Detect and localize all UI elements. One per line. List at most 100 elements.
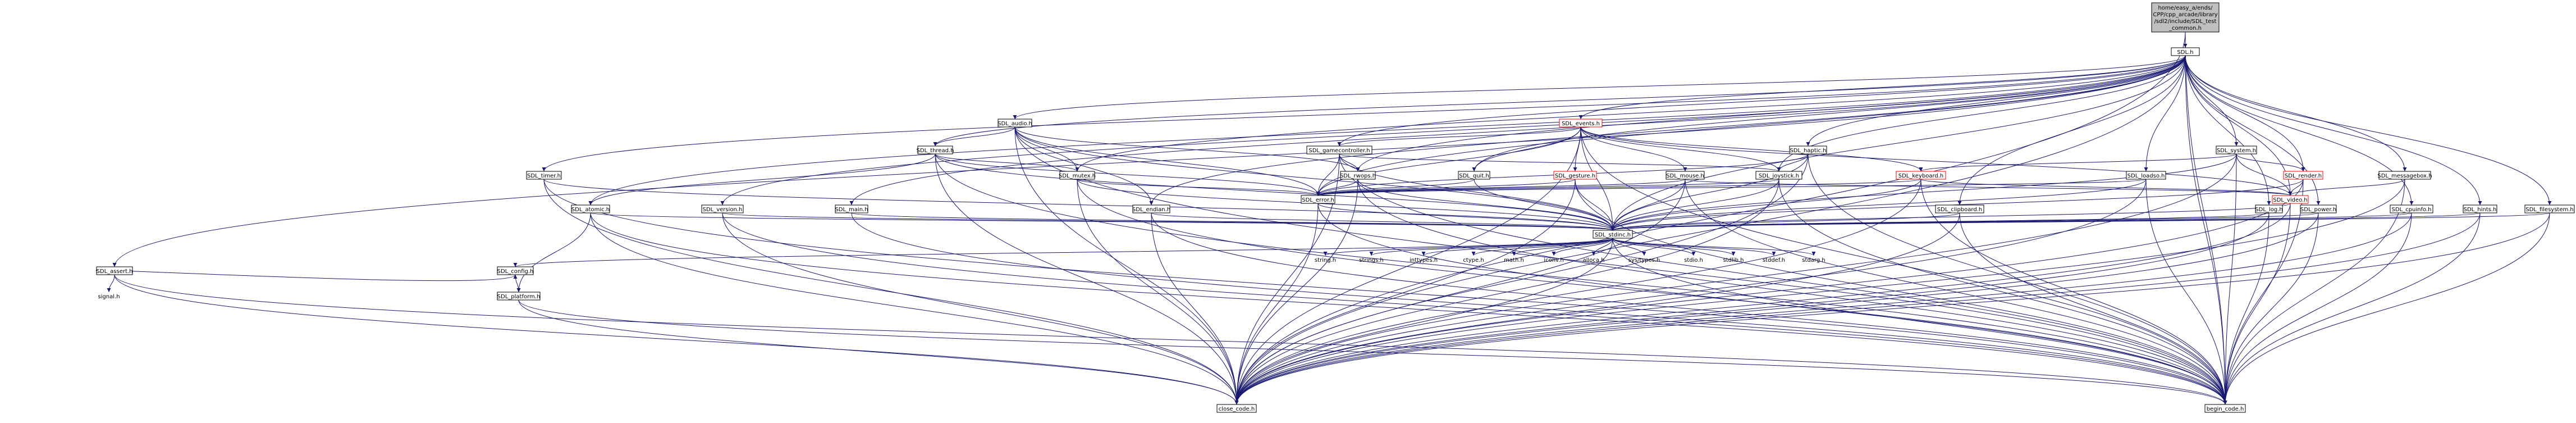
node-hints[interactable]: SDL_hints.h [2463,204,2497,213]
node-system[interactable]: SDL_system.h [2216,145,2257,154]
edge-loadso-to-error [1316,179,2147,196]
node-rwops[interactable]: SDL_rwops.h [1340,171,1376,180]
node-stddef[interactable]: stddef.h [1761,256,1786,263]
node-gamecontroller[interactable]: SDL_gamecontroller.h [1306,145,1372,154]
node-sdl[interactable]: SDL.h [2171,47,2200,56]
node-label: stdarg.h [1802,257,1825,263]
node-timer[interactable]: SDL_timer.h [526,171,562,180]
edge-main-to-stdinc [851,212,1614,231]
node-mutex[interactable]: SDL_mutex.h [1059,171,1096,180]
node-label: SDL_error.h [1302,197,1334,203]
edge-atomic-to-begin [590,212,2227,405]
edge-stdinc-to-begin [1612,238,2227,405]
node-endian[interactable]: SDL_endian.h [1132,204,1170,213]
node-cpuinfo[interactable]: SDL_cpuinfo.h [2390,204,2433,213]
node-stdinc[interactable]: SDL_stdinc.h [1593,230,1633,239]
node-strings[interactable]: strings.h [1357,256,1385,263]
node-string[interactable]: string.h [1312,256,1338,263]
node-log[interactable]: SDL_log.h [2255,204,2283,213]
node-render[interactable]: SDL_render.h [2283,171,2323,180]
node-label: SDL_haptic.h [1790,148,1826,154]
node-loadso[interactable]: SDL_loadso.h [2126,171,2166,180]
node-signal[interactable]: signal.h [97,292,121,300]
edge-sdl-to-assert [112,55,2186,267]
node-keyboard[interactable]: SDL_keyboard.h [1896,171,1946,180]
node-stdarg[interactable]: stdarg.h [1801,256,1827,263]
edge-filesystem-to-begin [2223,212,2550,405]
edge-system-to-begin [2223,153,2237,405]
node-config[interactable]: SDL_config.h [497,266,534,275]
node-joystick[interactable]: SDL_joystick.h [1755,171,1802,180]
node-math[interactable]: math.h [1503,256,1525,263]
edge-gesture-to-close [1234,179,1576,405]
edge-gesture-to-error [1316,179,1576,196]
edge-system-to-close [1234,153,2237,405]
node-stdlib[interactable]: stdlib.h [1722,256,1745,263]
node-label: SDL_stdinc.h [1595,232,1631,238]
node-gesture[interactable]: SDL_gesture.h [1553,171,1597,180]
node-label: SDL_audio.h [998,121,1032,127]
node-thread[interactable]: SDL_thread.h [917,145,954,154]
node-mouse[interactable]: SDL_mouse.h [1666,171,1705,180]
edge-messagebox-to-close [1234,179,2405,405]
node-quit[interactable]: SDL_quit.h [1458,171,1490,180]
node-root[interactable]: home/easy_a/ends/CPP/cpp_arcade/library/… [2151,2,2220,33]
edge-cpuinfo-to-close [1234,212,2412,405]
node-box [2283,171,2323,180]
node-label: SDL_keyboard.h [1898,173,1944,179]
edge-stdinc-to-stdio [1612,238,1696,256]
node-clipboard[interactable]: SDL_clipboard.h [1935,204,1984,213]
node-label: SDL_platform.h [497,294,541,300]
node-filesystem[interactable]: SDL_filesystem.h [2524,204,2575,213]
node-box [1132,204,1170,213]
node-alloca[interactable]: alloca.h [1582,256,1605,263]
edge-messagebox-to-begin [2223,179,2405,405]
edge-filesystem-to-close [1234,212,2550,405]
edge-events-to-error [1316,126,1581,196]
edge-quit-to-stdinc [1474,179,1615,231]
edge-events-to-begin [1580,126,2227,405]
edge-events-to-gamecontroller [1337,126,1581,147]
node-messagebox[interactable]: SDL_messagebox.h [2377,171,2432,180]
node-version[interactable]: SDL_version.h [701,204,744,213]
node-events[interactable]: SDL_events.h [1559,119,1603,128]
edge-haptic-to-close [1234,153,1809,405]
node-audio[interactable]: SDL_audio.h [998,119,1032,128]
node-systypes[interactable]: sys/types.h [1627,256,1662,263]
node-stdio[interactable]: stdio.h [1683,256,1704,263]
edge-sdl-to-main [849,55,2186,206]
node-power[interactable]: SDL_power.h [2300,204,2337,213]
node-box [2255,204,2283,213]
node-begin[interactable]: begin_code.h [2204,404,2246,413]
edge-audio-to-mutex [1014,126,1079,172]
node-platform[interactable]: SDL_platform.h [497,292,541,301]
node-close[interactable]: close_code.h [1216,404,1257,413]
node-main[interactable]: SDL_main.h [835,204,868,213]
edge-gamecontroller-to-stdinc [1339,153,1615,231]
node-label: SDL_quit.h [1459,173,1489,179]
node-error[interactable]: SDL_error.h [1301,195,1335,204]
edge-sdl-to-system [2185,55,2239,147]
edge-log-to-close [1234,212,2270,405]
node-haptic[interactable]: SDL_haptic.h [1789,145,1827,154]
node-box [1755,171,1802,180]
node-ctype[interactable]: ctype.h [1462,256,1485,263]
node-box [1666,171,1705,180]
edge-gesture-to-begin [1575,179,2227,405]
node-assert[interactable]: SDL_assert.h [96,266,133,275]
edge-hints-to-begin [2223,212,2481,405]
node-label: math.h [1504,257,1524,263]
edge-version-to-begin [722,212,2227,405]
edge-haptic-to-begin [1808,153,2227,405]
node-box [2272,195,2309,204]
node-box [2378,171,2431,180]
node-box [1935,204,1984,213]
edge-mouse-to-stdinc [1610,179,1686,231]
node-atomic[interactable]: SDL_atomic.h [571,204,610,213]
edge-events-to-quit [1472,126,1581,172]
node-inttypes[interactable]: inttypes.h [1408,256,1439,263]
node-iconv[interactable]: iconv.h [1543,256,1565,263]
node-box [1559,119,1603,128]
node-label: home/easy_a/ends/ [2158,5,2213,11]
node-video[interactable]: SDL_video.h [2272,195,2309,204]
